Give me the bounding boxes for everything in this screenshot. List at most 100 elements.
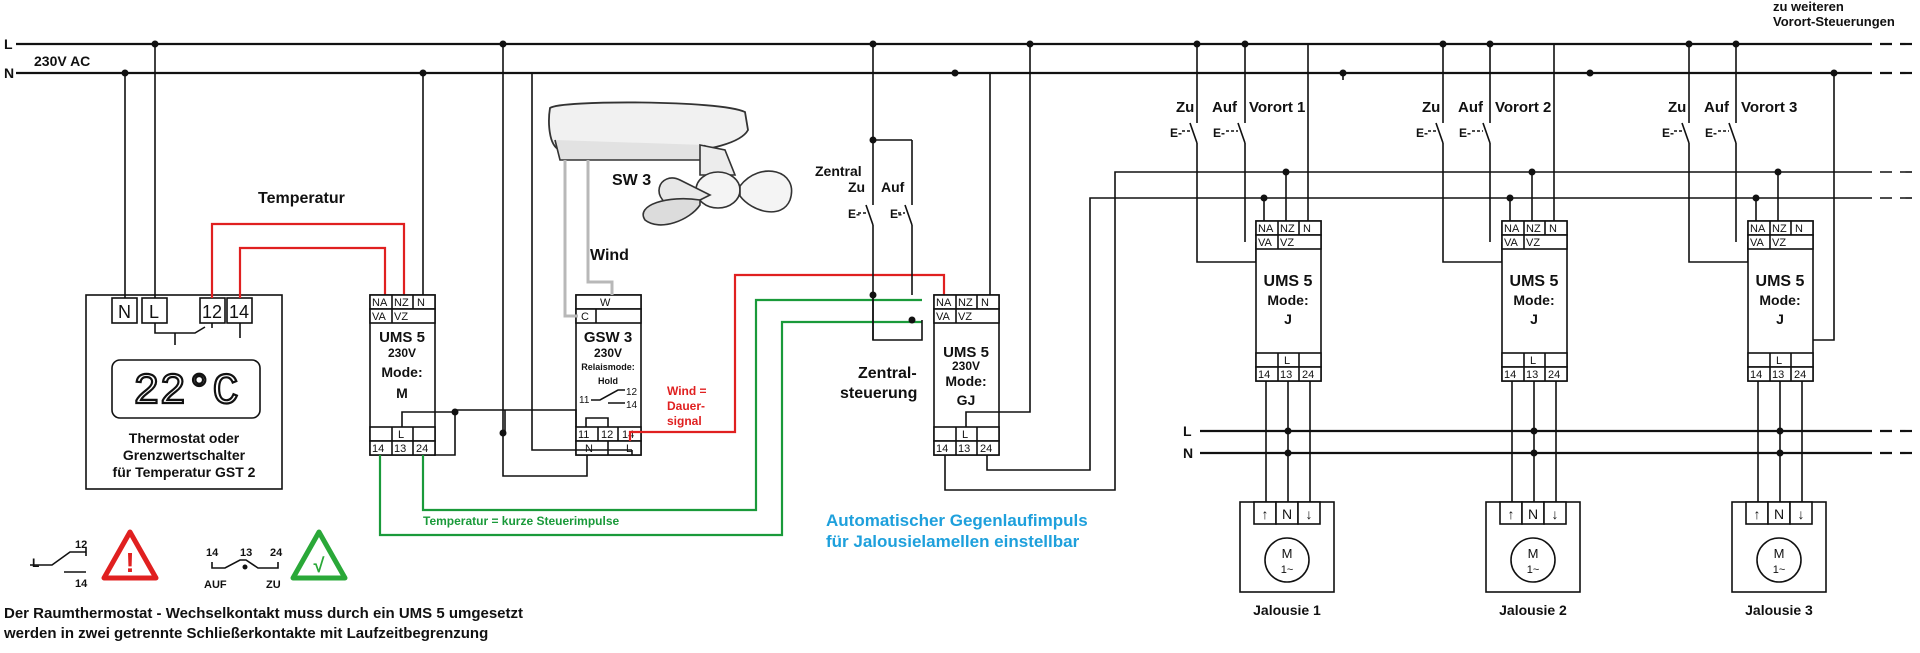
svg-text:1~: 1~ [1527,564,1540,576]
svg-text:14: 14 [75,578,88,590]
svg-text:VA: VA [1258,237,1273,249]
red-wind-wire [628,273,946,441]
svg-text:E-: E- [1416,126,1428,140]
svg-text:VA: VA [1504,237,1519,249]
vorort-2-name: Vorort 2 [1495,99,1551,116]
bus2-n-label: N [1183,445,1193,461]
svg-text:E-: E- [1213,126,1225,140]
svg-text:N: N [1282,506,1292,522]
svg-text:VZ: VZ [394,311,408,323]
wind-signal-2: Dauer- [667,399,705,413]
svg-text:UMS 5: UMS 5 [1510,273,1559,290]
zentralsteuerung-2: steuerung [840,385,917,402]
svg-text:L: L [398,429,404,441]
jalousie-1-label: Jalousie 1 [1253,602,1321,618]
svg-text:14: 14 [372,443,384,455]
svg-text:N: N [1303,223,1311,235]
vorort-1-name: Vorort 1 [1249,99,1305,116]
thermostat-term-n: N [118,302,131,322]
svg-text:ZU: ZU [266,579,281,591]
svg-text:NZ: NZ [958,297,973,309]
svg-text:13: 13 [958,443,970,455]
wind-signal-1: Wind = [667,384,707,398]
svg-text:Mode:: Mode: [1513,292,1554,308]
svg-text:230V: 230V [388,346,416,360]
ums-m-mode-value: M [396,385,408,401]
svg-text:1~: 1~ [1773,564,1786,576]
svg-text:E-: E- [1170,126,1182,140]
legend-two-contacts: 14 13 24 AUF ZU [204,547,283,591]
svg-text:N: N [1528,506,1538,522]
extra-line1: zu weiteren [1773,0,1844,14]
svg-text:↑: ↑ [1262,506,1269,522]
svg-text:N: N [417,297,425,309]
svg-text:11: 11 [579,395,590,406]
svg-text:NZ: NZ [394,297,409,309]
vorort-group-2: Zu Auf Vorort 2 E- E- NA NZ N VA VZ UMS … [1416,44,1581,618]
svg-text:J: J [1284,311,1292,327]
vorort-group-1: Zu Auf Vorort 1 E- E- NA NZ N VA VZ UMS … [1170,44,1344,618]
svg-text:E-: E- [1662,126,1674,140]
svg-text:Relaismode:: Relaismode: [581,362,635,372]
svg-text:N: N [1795,223,1803,235]
svg-text:12: 12 [626,387,638,398]
svg-text:24: 24 [270,547,283,559]
svg-text:VZ: VZ [1772,237,1786,249]
svg-text:VZ: VZ [958,311,972,323]
svg-text:W: W [600,297,611,309]
svg-text:L: L [626,443,632,455]
svg-text:N: N [1549,223,1557,235]
svg-text:J: J [1530,311,1538,327]
svg-text:E-: E- [1705,126,1717,140]
svg-text:J: J [1776,311,1784,327]
svg-text:Auf: Auf [1704,99,1730,116]
vorort-1-auf: Auf [1212,99,1238,116]
svg-text:Zu: Zu [1668,99,1686,116]
blue-note-1: Automatischer Gegenlaufimpuls [826,511,1088,530]
svg-text:L: L [1530,355,1536,367]
zentral-rail-2 [986,197,1860,471]
footer-line-1: Der Raumthermostat - Wechselkontakt muss… [4,605,523,622]
svg-text:√: √ [314,555,326,577]
thermostat-display [111,359,261,419]
svg-text:NA: NA [1750,223,1766,235]
svg-text:Zu: Zu [1422,99,1440,116]
svg-text:NA: NA [1258,223,1274,235]
svg-text:VZ: VZ [1280,237,1294,249]
svg-text:14: 14 [1504,369,1516,381]
extra-line2: Vorort-Steuerungen [1773,14,1895,29]
svg-text:NZ: NZ [1772,223,1787,235]
svg-text:Mode:: Mode: [1267,292,1308,308]
red-wire-14 [238,246,387,298]
ums-m-name: UMS 5 [379,329,425,346]
thermostat-caption-2: Grenzwertschalter [123,447,246,463]
svg-text:12: 12 [75,539,87,551]
svg-text:UMS 5: UMS 5 [1756,273,1805,290]
svg-text:14: 14 [206,547,219,559]
svg-text:E-: E- [1459,126,1471,140]
svg-text:Hold: Hold [598,376,618,386]
svg-text:1~: 1~ [1281,564,1294,576]
sw3-label: SW 3 [612,172,651,189]
wind-signal-3: signal [667,414,702,428]
svg-text:24: 24 [1794,369,1806,381]
thermostat-term-14: 14 [229,302,249,322]
svg-text:NA: NA [372,297,388,309]
svg-text:14: 14 [936,443,948,455]
svg-text:13: 13 [1280,369,1292,381]
svg-text:AUF: AUF [204,579,227,591]
svg-text:L: L [962,429,968,441]
thermostat-term-12: 12 [202,302,222,322]
zentral-auf-label: Auf [881,179,905,195]
vorort-group-3: Zu Auf Vorort 3 E- E- NA NZ N VA VZ UMS … [1662,44,1835,618]
zentral-rail-1 [944,171,1860,491]
svg-text:Mode:: Mode: [381,364,422,380]
ums-m-module: NA NZ N VA VZ UMS 5 230V Mode: M L 14 13… [369,294,436,456]
svg-text:VA: VA [936,311,951,323]
svg-text:13: 13 [240,547,252,559]
svg-text:M: M [1282,546,1293,561]
svg-text:Mode:: Mode: [945,373,986,389]
svg-text:E-: E- [848,207,860,221]
svg-text:VZ: VZ [1526,237,1540,249]
